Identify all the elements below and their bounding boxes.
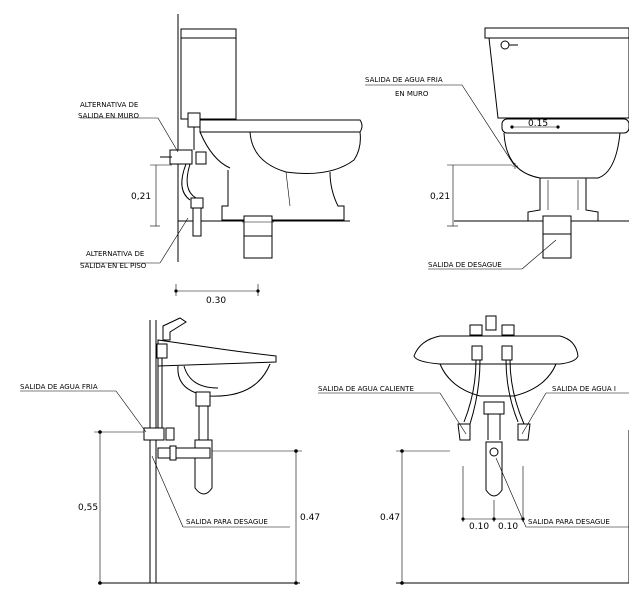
cold-wall-label-2: EN MURO xyxy=(395,90,429,98)
sink-front-total-dim: 0.47 xyxy=(380,513,400,523)
drain-sink-side-label: SALIDA PARA DESAGUE xyxy=(186,518,268,526)
sink-front-right-dim: 0.10 xyxy=(498,522,518,532)
sink-front-view: 0.47 0.10 0.10 SALIDA DE AGUA CALIENTE S… xyxy=(318,315,629,585)
sink-side-height-dim: 0,55 xyxy=(78,503,98,513)
toilet-front-view: 0.15 0,21 SALIDA DE AGUA FRIA EN MURO SA… xyxy=(365,27,629,270)
hot-sink-label: SALIDA DE AGUA CALIENTE xyxy=(318,385,414,393)
cold-sink-label: SALIDA DE AGUA FRIA xyxy=(20,383,98,391)
wc-side-offset-dim: 0.30 xyxy=(206,296,226,306)
wc-front-height-dim: 0,21 xyxy=(430,192,450,202)
drain-wc-label: SALIDA DE DESAGUE xyxy=(428,261,502,269)
alt-wall-label-2: SALIDA EN MURO xyxy=(78,112,140,120)
cold-sink-front-label: SALIDA DE AGUA I xyxy=(552,385,616,393)
alt-floor-label-2: SALIDA EN EL PISO xyxy=(80,262,147,270)
wc-side-height-dim: 0,21 xyxy=(131,192,151,202)
drain-sink-front-label: SALIDA PARA DESAGUE xyxy=(528,518,610,526)
alt-wall-label-1: ALTERNATIVA DE xyxy=(80,101,138,109)
alt-floor-label-1: ALTERNATIVA DE xyxy=(86,250,144,258)
wc-front-width-dim: 0.15 xyxy=(528,119,548,129)
toilet-side-view: 0,21 0.30 ALTERNATIVA DE SALIDA EN MURO … xyxy=(78,14,363,306)
sink-front-left-dim: 0.10 xyxy=(469,522,489,532)
sink-side-total-dim: 0.47 xyxy=(300,513,320,523)
cold-wall-label-1: SALIDA DE AGUA FRIA xyxy=(365,76,443,84)
sink-side-view: 0,55 0.47 SALIDA DE AGUA FRIA SALIDA PAR… xyxy=(20,317,320,585)
